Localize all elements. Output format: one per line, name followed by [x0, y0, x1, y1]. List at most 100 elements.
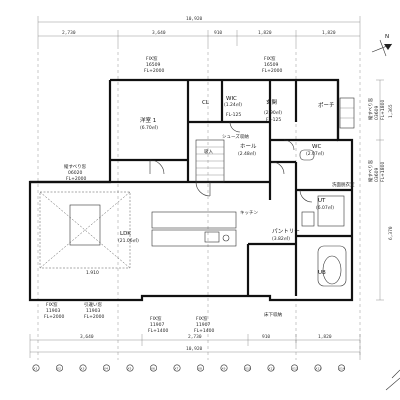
- grid-bubble: [103, 364, 111, 372]
- grid-bubble-label: X6: [151, 367, 155, 371]
- fixture-note: 1.910: [86, 270, 99, 276]
- dim-bottom-total: 10,920: [186, 346, 203, 352]
- room-ldk-name: LDK: [120, 231, 131, 237]
- porch-steps: [339, 97, 355, 129]
- grid-bubble: [244, 364, 252, 372]
- window-bottom-left2-size: 11903: [86, 308, 100, 314]
- room-western1-name: 洋室 1: [140, 116, 156, 124]
- grid-bubble: [314, 364, 322, 372]
- fl-note-b: FL-125: [266, 117, 281, 123]
- room-labels: 洋室 1 (6.70㎡) CL WIC (1.24㎡) FL-125 玄関 (2…: [118, 96, 355, 276]
- grid-bubble-label: X4: [104, 367, 108, 371]
- room-washroom-name: 洗面脱衣室: [332, 181, 355, 188]
- void-area: [39, 191, 131, 269]
- window-bottom-mid2-fl: FL+1400: [194, 328, 214, 334]
- dim-top-seg-2: 3,640: [152, 30, 166, 36]
- window-bottom-mid2-code: FIX窓: [196, 315, 208, 322]
- grid-bubble-label: X9: [221, 367, 225, 371]
- grid-bubble: [173, 364, 181, 372]
- room-wic-name: WIC: [226, 96, 237, 102]
- bath-fixtures: [299, 149, 347, 287]
- grid-bubble: [290, 364, 298, 372]
- window-right-mid-size: 03609: [374, 168, 380, 182]
- kitchen-island: [151, 211, 237, 247]
- room-ut-area: (6.07㎡): [316, 204, 334, 211]
- window-top-left-code: FIX窓: [146, 55, 158, 62]
- north-label: N: [385, 34, 389, 40]
- grid-bubble: [79, 364, 87, 372]
- dim-right-seg-2: 6,370: [388, 226, 394, 240]
- grid-bubble-label: X8: [198, 367, 202, 371]
- grid-bubble: [337, 364, 345, 372]
- dim-bottom-seg-3: 910: [262, 334, 270, 340]
- dim-right-seg-1: 1,365: [388, 104, 394, 118]
- window-top-left-fl: FL+2000: [144, 68, 164, 74]
- window-labels: FIX窓 16509 FL+2000 FIX窓 16509 FL+2000 縦す…: [44, 55, 386, 334]
- room-wc-name: WC: [312, 144, 321, 150]
- grid-bubble: [197, 364, 205, 372]
- annotations: 床下収納 1.910: [86, 270, 282, 318]
- grid-bubble: [55, 364, 63, 372]
- window-top-left-size: 16509: [146, 62, 160, 68]
- room-porch-name: ポーチ: [318, 102, 335, 109]
- grid-bubble-label: X3: [80, 367, 84, 371]
- grid-bubble: [32, 364, 40, 372]
- bottom-dimension-lines: 3,640 2,730 910 1,820 10,920: [29, 334, 361, 358]
- window-bottom-mid2-size: 11907: [196, 322, 210, 328]
- door-swings: [149, 121, 313, 203]
- room-hall-name: ホール: [240, 143, 257, 150]
- dim-bottom-seg-2: 2,730: [188, 334, 202, 340]
- room-ub-name: UB: [318, 270, 326, 276]
- stair: [195, 139, 225, 183]
- room-closet-name: CL: [202, 100, 210, 106]
- grid-bubble: [126, 364, 134, 372]
- dim-bottom-seg-4: 1,820: [318, 334, 332, 340]
- room-shoe-storage-name: シューズ収納: [222, 133, 249, 140]
- window-bottom-mid1-size: 11907: [150, 322, 164, 328]
- grid-bubble: [267, 364, 275, 372]
- window-top-right-size: 16509: [264, 62, 278, 68]
- window-left-fl: FL+2000: [66, 176, 86, 182]
- dim-bottom-seg-1: 3,640: [80, 334, 94, 340]
- grid-bubble-label: X12: [292, 367, 298, 371]
- grid-bubble-label: X2: [57, 367, 61, 371]
- room-entrance-name: 玄関: [266, 98, 278, 106]
- corner-mark-icon: [385, 369, 400, 391]
- room-hall-area: (2.48㎡): [238, 150, 256, 157]
- window-bottom-left1-fl: FL+2000: [44, 314, 64, 320]
- window-right-top-code: 縦すべり窓: [367, 97, 374, 120]
- grid-bubble-label: X7: [174, 367, 178, 371]
- window-bottom-left1-size: 11903: [46, 308, 60, 314]
- room-pantry-name: パントリー: [272, 228, 300, 235]
- window-top-right-fl: FL+2000: [262, 68, 282, 74]
- grid-bubble: [150, 364, 158, 372]
- room-western1-area: (6.70㎡): [140, 124, 158, 131]
- dim-top-seg-1: 2,730: [62, 30, 76, 36]
- window-bottom-left2-code: 引違い窓: [84, 301, 102, 308]
- window-right-mid-fl: FL+1800: [380, 162, 386, 182]
- grid-bubble-label: X1: [33, 367, 37, 371]
- window-bottom-left2-fl: FL+2000: [84, 314, 104, 320]
- window-left-code: 縦すべり窓: [64, 163, 87, 170]
- room-wc-area: (2.07㎡): [306, 150, 324, 157]
- grid-bubble-label: X5: [127, 367, 131, 371]
- north-arrow-icon: N: [371, 34, 393, 57]
- window-bottom-left1-code: FIX窓: [46, 301, 58, 308]
- room-ut-name: UT: [318, 198, 326, 204]
- right-dimension-lines: 1,365 6,370: [376, 79, 394, 301]
- window-bottom-mid1-code: FIX窓: [150, 315, 162, 322]
- window-right-top-size: 03609: [374, 106, 380, 120]
- grid-bubble: [220, 364, 228, 372]
- room-entrance-area: (2.90㎡): [264, 109, 282, 116]
- grid-bubble-label: X11: [268, 367, 274, 371]
- dim-top-seg-5: 1,820: [322, 30, 336, 36]
- window-right-mid-code: 縦すべり窓: [367, 159, 374, 182]
- dim-top-total: 10,920: [186, 16, 203, 22]
- dim-top-seg-4: 1,820: [258, 30, 272, 36]
- top-dimension-lines: 10,920 2,730 3,640 910 1,820 1,820: [37, 16, 361, 46]
- interior-walls: [30, 80, 352, 296]
- room-wic-area: (1.24㎡): [224, 101, 242, 108]
- window-top-right-code: FIX窓: [264, 55, 276, 62]
- fl-note-a: FL-125: [226, 112, 241, 118]
